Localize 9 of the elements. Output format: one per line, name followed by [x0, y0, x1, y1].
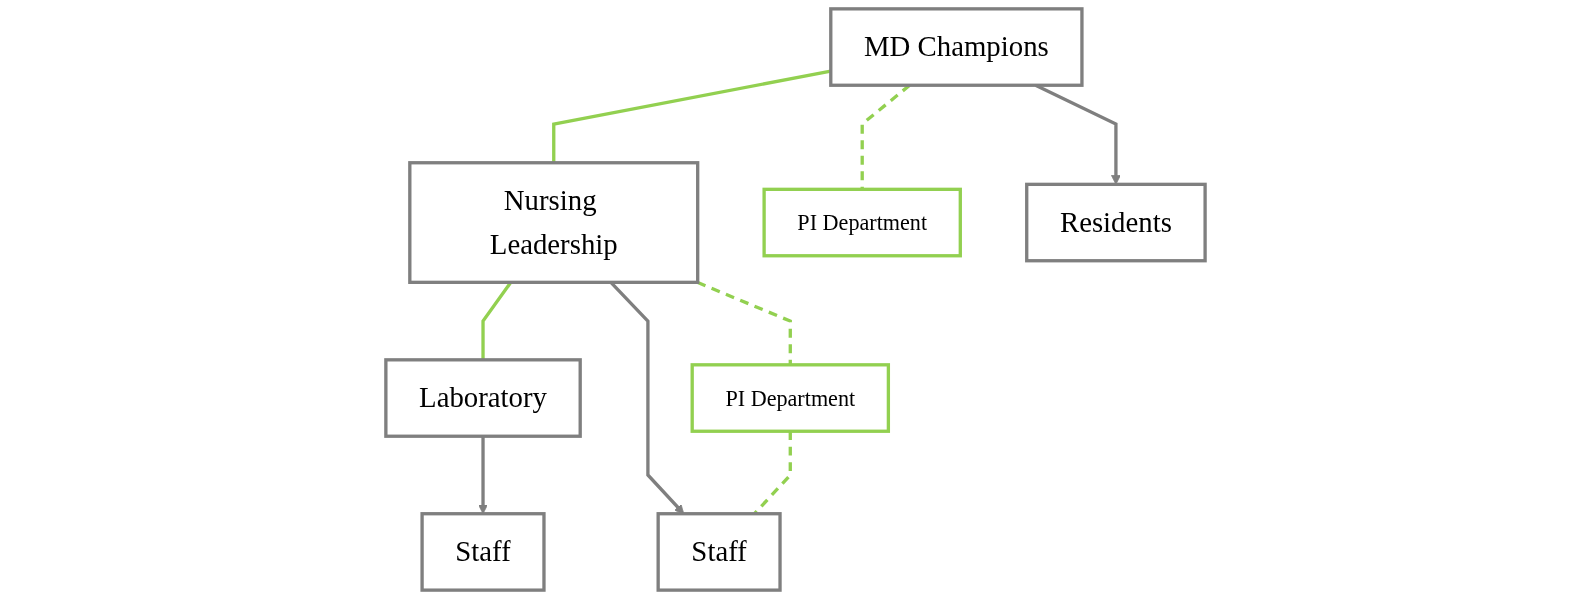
connector [696, 280, 792, 365]
node-box: PI Department [762, 187, 962, 258]
node-box: Nursing Leadership [408, 161, 700, 284]
node-box: Staff [420, 512, 546, 592]
node-box: Staff [656, 512, 782, 592]
node-box: Residents [1025, 182, 1207, 263]
node-box: MD Champions [829, 7, 1084, 87]
node-box: Laboratory [384, 358, 582, 438]
node-box: PI Department [690, 363, 891, 433]
